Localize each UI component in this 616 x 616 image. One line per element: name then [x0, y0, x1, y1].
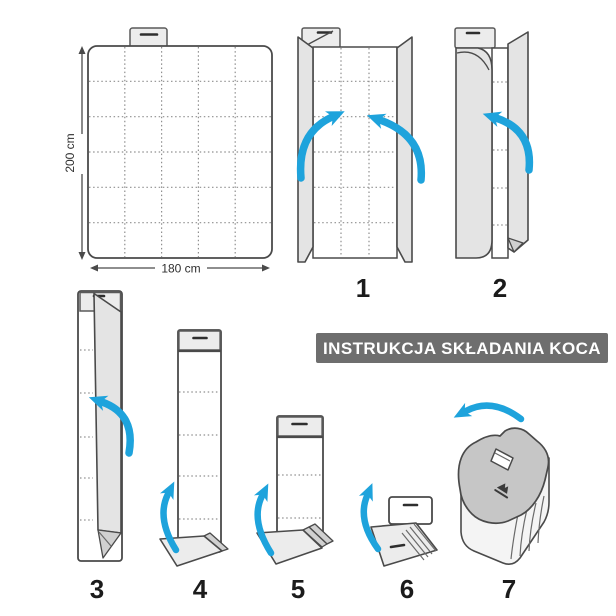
step-3-diagram: [77, 290, 134, 562]
width-arrowhead-left: [90, 264, 98, 272]
step1-grid: [314, 48, 396, 257]
step5-tab-band: [277, 416, 323, 437]
fold-arrow-icon: [358, 483, 382, 553]
step6-stack-dash: [389, 543, 406, 549]
width-label: 180 cm: [161, 262, 200, 276]
banner-title: INSTRUKCJA SKŁADANIA KOCA: [323, 339, 601, 358]
step-5-label: 5: [291, 574, 305, 604]
banner-background: [316, 333, 608, 363]
step4-tab-band: [178, 330, 221, 351]
height-arrowhead-top: [78, 46, 86, 54]
step-6-diagram: [358, 483, 438, 567]
height-label: 200 cm: [63, 133, 77, 172]
dimension-width: 180 cm: [90, 262, 270, 276]
step-4-label: 4: [193, 574, 208, 604]
flat-blanket-diagram: [87, 27, 273, 259]
flip-arrow-icon: [453, 402, 525, 423]
bag-flap: [457, 427, 550, 524]
fold-arrow-icon: [296, 111, 345, 182]
step-2-diagram: [454, 27, 534, 259]
step2-right-fold-panel: [507, 31, 529, 253]
step-7-label: 7: [502, 574, 516, 604]
step-6-label: 6: [400, 574, 414, 604]
step2-left-fold-panel: [455, 47, 493, 259]
fold-arrow-icon: [159, 481, 180, 554]
step6-tab-piece: [388, 496, 433, 525]
step6-fold-layers: [401, 523, 437, 561]
blanket-quilt-grid: [89, 47, 271, 257]
step5-grid: [278, 474, 322, 519]
step2-center-strip: [491, 47, 509, 259]
instruction-banner: INSTRUKCJA SKŁADANIA KOCA: [316, 333, 608, 363]
fold-arrow-icon: [482, 111, 534, 174]
brand-logo-icon: [494, 483, 509, 499]
step1-right-fold-panel: [396, 36, 413, 263]
step-4-diagram: [159, 329, 229, 567]
step2-bottom-fold: [507, 237, 524, 253]
step-7-diagram: [453, 402, 550, 565]
height-arrowhead-bottom: [78, 252, 86, 260]
step2-fold-curve: [456, 51, 490, 71]
bag-handle-inner-line: [494, 452, 511, 462]
step-5-diagram: [253, 415, 334, 565]
step-1-diagram: [296, 27, 426, 263]
step-2-label: 2: [493, 273, 507, 303]
dimension-height: 200 cm: [63, 46, 86, 260]
step-3-label: 3: [90, 574, 104, 604]
step4-grid: [179, 391, 220, 520]
step1-tab-fold-line: [304, 30, 334, 47]
step3-fold-crease: [98, 531, 112, 547]
width-arrowhead-right: [262, 264, 270, 272]
fold-arrow-icon: [88, 395, 134, 457]
step2-tab: [454, 27, 496, 49]
bag-fold-bands: [510, 495, 545, 560]
step-1-label: 1: [356, 273, 370, 303]
fold-arrow-icon: [366, 113, 426, 184]
fold-arrow-icon: [253, 483, 275, 557]
